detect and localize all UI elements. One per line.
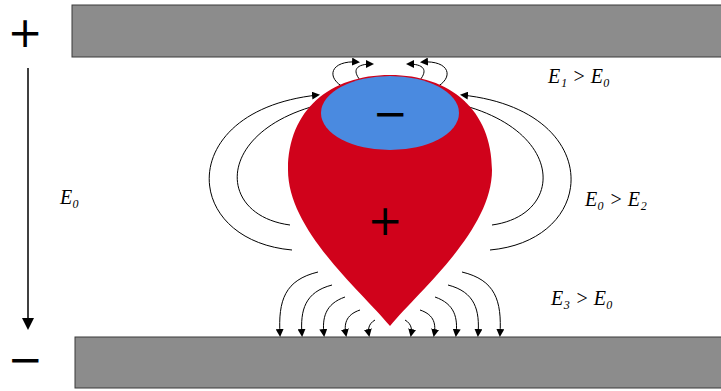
field-lines (209, 62, 571, 335)
plate-sign: + (7, 12, 42, 54)
field-label: E₃ > E₀ (551, 288, 613, 308)
field-label: E₁ > E₀ (548, 66, 610, 86)
charge-drop: +− (288, 75, 492, 327)
teardrop-fill (288, 75, 492, 326)
field-arrow (27, 68, 29, 328)
charge-sign: + (367, 200, 402, 242)
ellipse-fill (321, 76, 459, 150)
plate-sign: − (7, 339, 42, 381)
field-label: E₀ > E₂ (585, 189, 647, 209)
field-label: E₀ (60, 187, 79, 207)
bottom-plate (75, 337, 721, 388)
charge-sign: − (372, 93, 407, 135)
top-plate (72, 5, 721, 57)
negative-region: − (320, 75, 460, 151)
